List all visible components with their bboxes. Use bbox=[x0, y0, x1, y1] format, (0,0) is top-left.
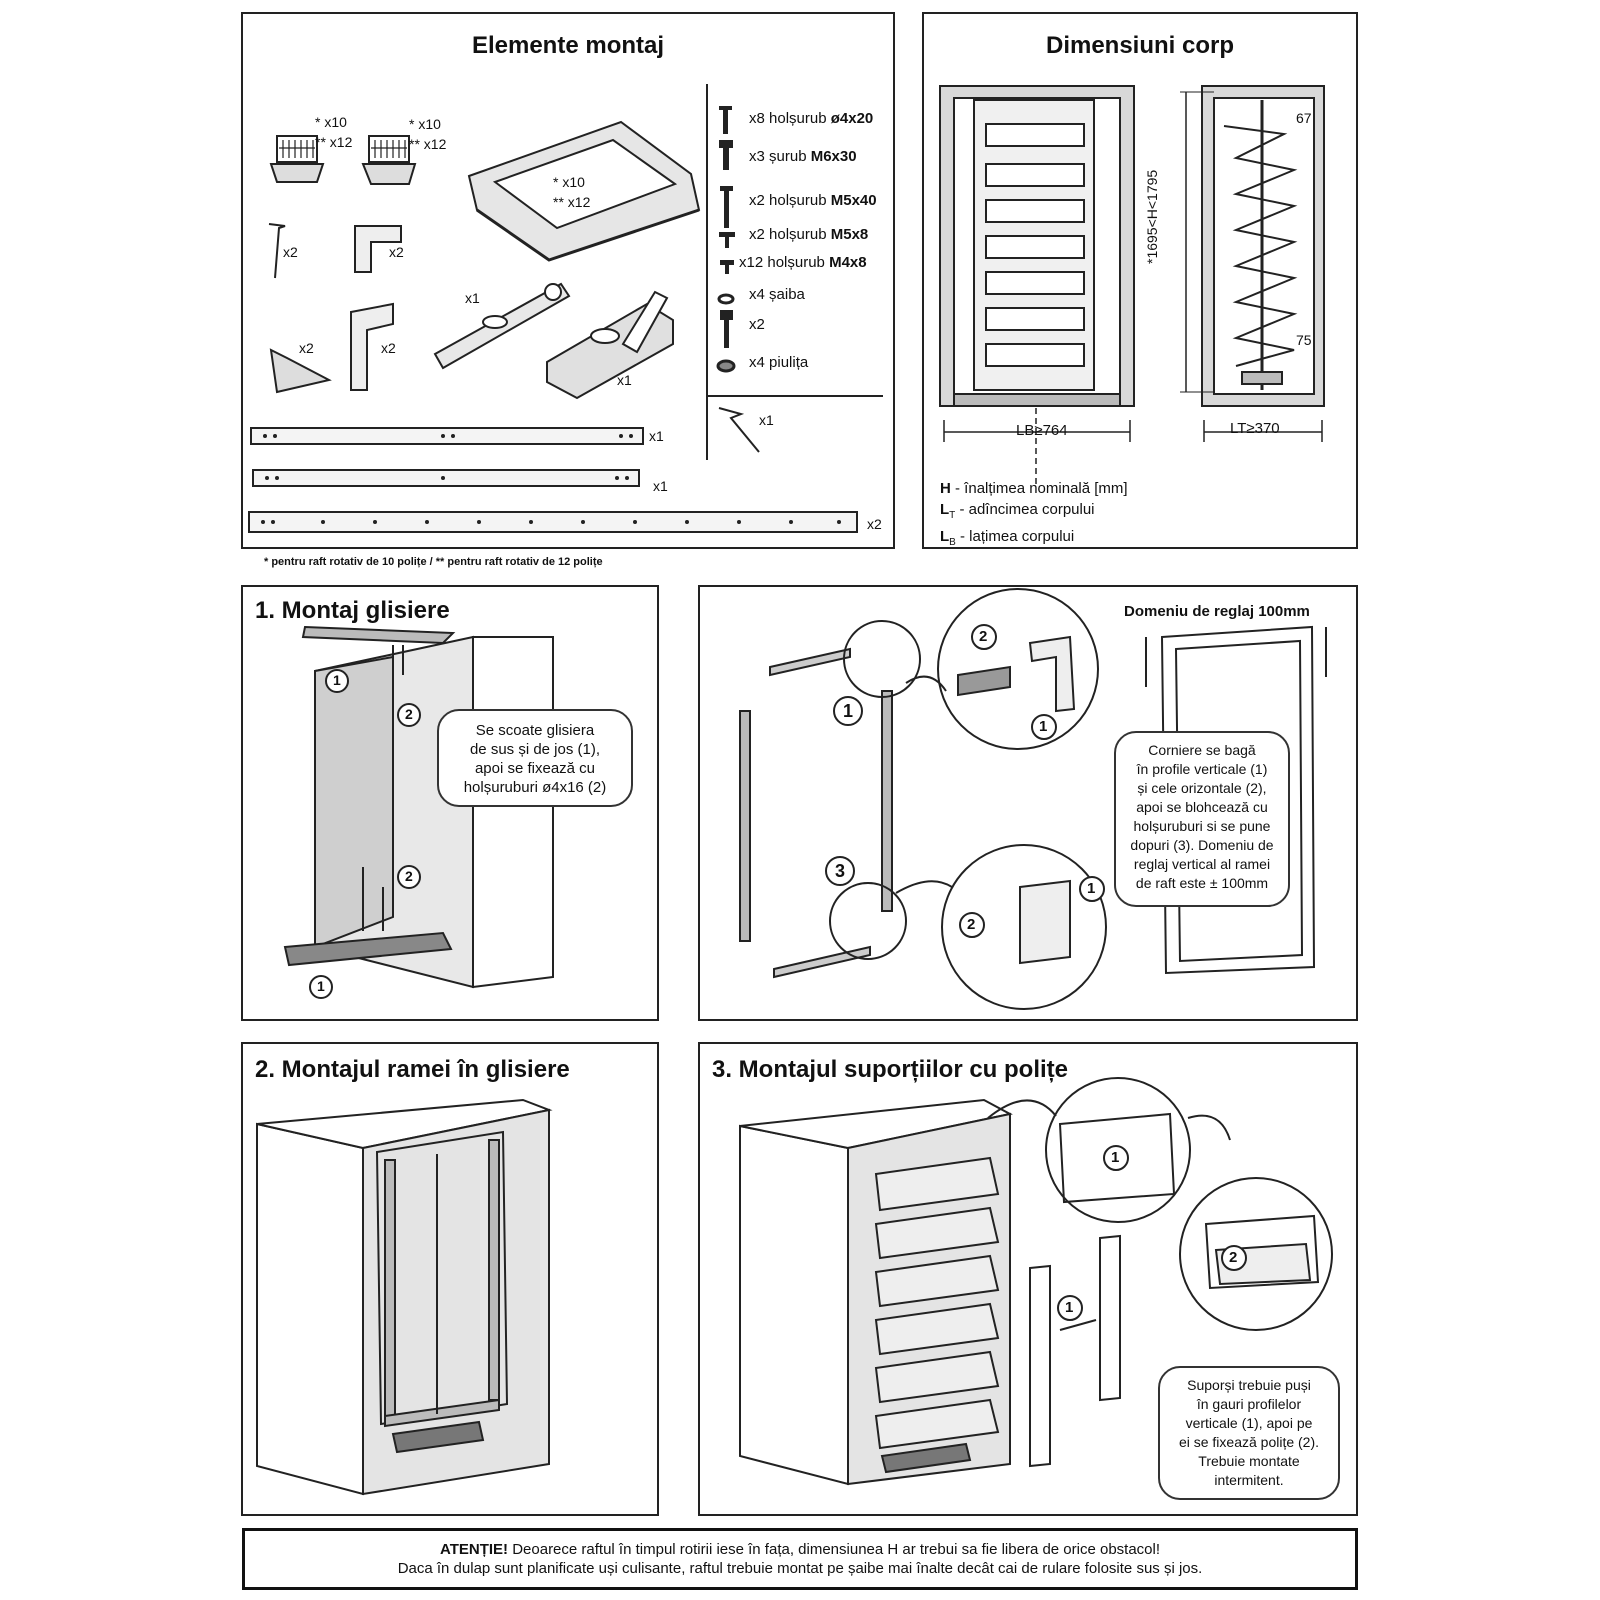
frame-marker-1b: 1 bbox=[1039, 718, 1048, 735]
warning-line-1: ATENȚIE! Deoarece raftul în timpul rotir… bbox=[439, 1541, 1161, 1558]
dimensions-title: Dimensiuni corp bbox=[1045, 32, 1235, 59]
plate1-qty: x1 bbox=[465, 290, 480, 306]
step2-drawing bbox=[256, 1098, 553, 1496]
frame-drawing bbox=[739, 588, 1327, 1010]
frame-marker-2a: 2 bbox=[979, 628, 988, 645]
caster2-qty-a: * x10 bbox=[409, 116, 441, 132]
legend-item: H - înalțimea nominală [mm] bbox=[940, 480, 1128, 497]
step1-marker-1b: 1 bbox=[317, 978, 325, 994]
hardware-item: x4 piulița bbox=[749, 354, 809, 371]
hardware-item: x2 holșurub M5x8 bbox=[749, 226, 869, 243]
caster1-qty-b: ** x12 bbox=[315, 134, 353, 150]
step3-drawing bbox=[739, 1077, 1333, 1486]
frame-marker-2b: 2 bbox=[967, 916, 976, 933]
dimensions-drawing bbox=[939, 85, 1325, 484]
hardware-item: x4 șaiba bbox=[749, 286, 805, 303]
legend-item: LT - adîncimea corpului bbox=[940, 501, 1095, 521]
frame-panel: Domeniu de reglaj 100mm bbox=[698, 585, 1358, 1021]
rail3-qty: x2 bbox=[867, 516, 882, 532]
warning-line-2: Daca în dulap sunt planificate uși culis… bbox=[397, 1560, 1203, 1577]
parts-panel: Elemente montaj bbox=[241, 12, 895, 549]
step1-panel: 1. Montaj glisiere 1 2 2 1 Se scoate gli… bbox=[241, 585, 659, 1021]
hexkey-small-qty: x2 bbox=[283, 244, 298, 260]
step3-marker-2: 2 bbox=[1229, 1249, 1238, 1266]
tray-qty-a: * x10 bbox=[553, 174, 585, 190]
step1-title: 1. Montaj glisiere bbox=[255, 597, 450, 624]
dim-75: 75 bbox=[1296, 332, 1312, 348]
step2-panel: 2. Montajul ramei în glisiere bbox=[241, 1042, 659, 1516]
lb-dimension: LB≥764 bbox=[1016, 422, 1068, 439]
hardware-item: x2 holșurub M5x40 bbox=[749, 192, 877, 209]
step1-marker-2a: 2 bbox=[405, 706, 413, 722]
step3-marker-1a: 1 bbox=[1111, 1149, 1120, 1166]
dimensions-panel: Dimensiuni corp bbox=[922, 12, 1358, 549]
caster1-qty-a: * x10 bbox=[315, 114, 347, 130]
parts-drawing bbox=[248, 84, 883, 533]
dimension-legend: H - înalțimea nominală [mm] LT - adîncim… bbox=[940, 478, 1128, 553]
caster2-qty-b: ** x12 bbox=[409, 136, 447, 152]
adjust-range-label: Domeniu de reglaj 100mm bbox=[1124, 603, 1310, 620]
hardware-item: x8 holșurub ø4x20 bbox=[749, 110, 874, 127]
frame-marker-3: 3 bbox=[835, 861, 846, 881]
step3-panel: 3. Montajul suporțiilor cu polițe bbox=[698, 1042, 1358, 1516]
parts-title: Elemente montaj bbox=[471, 32, 665, 59]
plate2-qty: x1 bbox=[617, 372, 632, 388]
step3-title: 3. Montajul suporțiilor cu polițe bbox=[712, 1056, 1069, 1083]
angle-qty: x2 bbox=[299, 340, 314, 356]
hardware-item: x3 șurub M6x30 bbox=[749, 148, 857, 165]
corner2-qty: x2 bbox=[381, 340, 396, 356]
step1-drawing bbox=[283, 625, 554, 999]
height-range-label: *1695<H<1795 bbox=[1144, 169, 1160, 264]
hardware-item: x2 bbox=[749, 316, 765, 333]
rail1-qty: x1 bbox=[649, 428, 664, 444]
rail2-qty: x1 bbox=[653, 478, 668, 494]
frame-marker-1a: 1 bbox=[843, 701, 854, 721]
dim-67: 67 bbox=[1296, 110, 1312, 126]
frame-marker-1c: 1 bbox=[1087, 880, 1096, 897]
step1-marker-2b: 2 bbox=[405, 868, 413, 884]
allen-key-qty: x1 bbox=[759, 412, 774, 428]
warning-box: ATENȚIE! Deoarece raftul în timpul rotir… bbox=[242, 1528, 1358, 1590]
tray-qty-b: ** x12 bbox=[553, 194, 591, 210]
corner1-qty: x2 bbox=[389, 244, 404, 260]
legend-item: LB - lațimea corpului bbox=[940, 528, 1075, 548]
parts-footnote: * pentru raft rotativ de 10 polițe / ** … bbox=[264, 556, 603, 568]
lt-dimension: LT≥370 bbox=[1230, 420, 1280, 437]
step2-title: 2. Montajul ramei în glisiere bbox=[255, 1056, 570, 1083]
hardware-item: x12 holșurub M4x8 bbox=[739, 254, 867, 271]
step1-marker-1a: 1 bbox=[333, 672, 341, 688]
step3-marker-1b: 1 bbox=[1065, 1299, 1074, 1316]
